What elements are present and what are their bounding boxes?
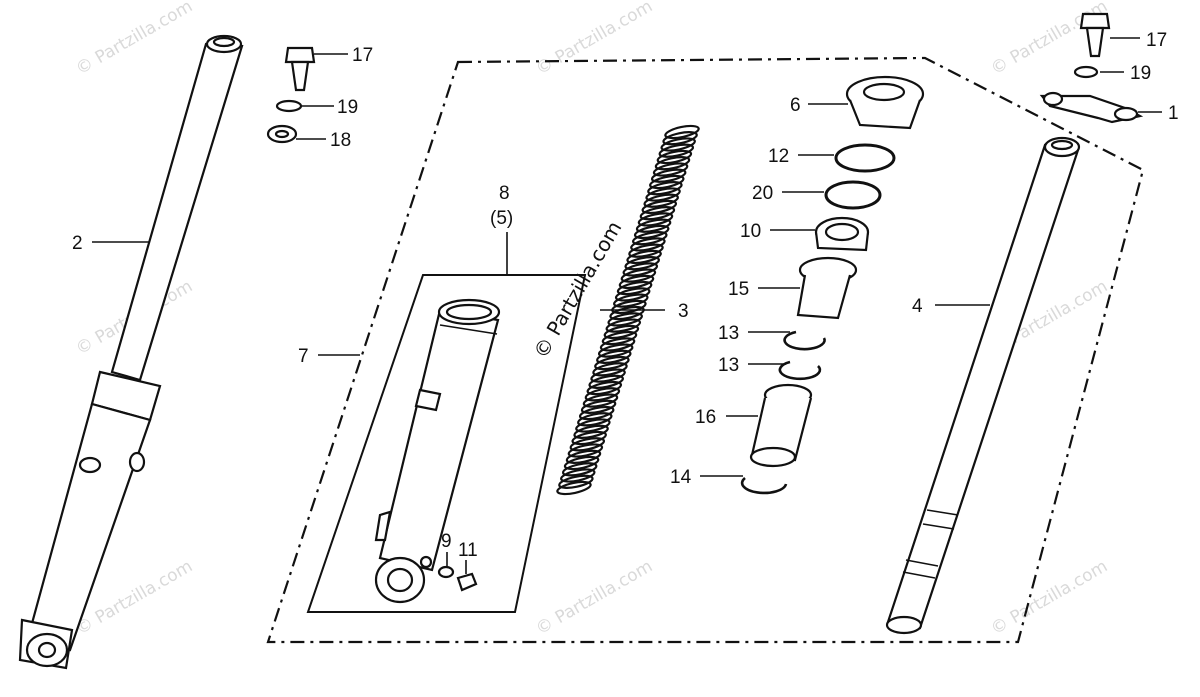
part-labels: 17 19 18 2 7 8 (5) 3 6 12 20 10 15 13 13…: [72, 30, 1179, 561]
fork-spring: [556, 124, 700, 496]
label-part-13: 13: [718, 355, 739, 376]
small-parts: [266, 12, 1144, 592]
spring-coil: [558, 474, 594, 489]
spring-coil: [649, 174, 685, 190]
spring-coil: [643, 193, 679, 208]
spring-coil: [639, 206, 676, 221]
spring-coil: [628, 243, 664, 258]
spring-coil: [605, 318, 642, 333]
spring-coil: [635, 218, 672, 233]
watermark: © Partzilla.com: [533, 0, 657, 79]
spring-coil: [656, 149, 693, 165]
spring-coil: [560, 468, 596, 483]
spring-coil: [620, 268, 657, 283]
spring-coil: [622, 262, 659, 277]
label-part-17: 17: [352, 45, 373, 66]
label-part-20: 20: [752, 183, 773, 204]
label-part-17: 17: [1146, 30, 1167, 51]
spring-coil: [652, 162, 689, 177]
spring-coil: [575, 418, 611, 433]
label-part-10: 10: [740, 221, 761, 242]
spring-coil: [571, 430, 607, 446]
label-part-6: 6: [790, 95, 801, 116]
fork-tube-inner: [885, 136, 1081, 635]
watermarks: © Partzilla.com © Partzilla.com © Partzi…: [73, 0, 1112, 639]
label-part-15: 15: [728, 279, 749, 300]
spring-coil: [630, 237, 666, 252]
spring-coil: [632, 231, 668, 246]
label-part-11: 11: [458, 540, 478, 561]
spring-coil: [647, 181, 683, 196]
spring-coil: [662, 131, 698, 146]
spring-coil: [584, 387, 621, 402]
spring-coil: [561, 462, 598, 477]
spring-coil: [573, 424, 609, 439]
watermark: © Partzilla.com: [533, 556, 657, 639]
spring-coil: [588, 374, 624, 389]
spring-coil: [586, 380, 623, 396]
label-part-2: 2: [72, 233, 83, 254]
spring-coil: [645, 187, 681, 202]
label-part-9: 9: [441, 531, 452, 552]
spring-coil: [607, 312, 643, 327]
label-part-3: 3: [678, 301, 689, 322]
spring-coil: [633, 224, 670, 240]
spring-coil: [594, 355, 630, 371]
fork-leg-assembly: [18, 34, 244, 670]
label-part-5: (5): [490, 208, 513, 229]
spring-coil: [578, 405, 615, 421]
spring-coil: [658, 143, 695, 158]
spring-coil: [563, 455, 600, 471]
spring-coil: [577, 412, 613, 427]
spring-coil: [556, 480, 592, 496]
spring-coil: [664, 124, 700, 140]
spring-coil: [567, 443, 604, 458]
spring-coil: [650, 168, 687, 183]
spring-coil: [580, 399, 617, 414]
spring-coil: [601, 330, 638, 346]
spring-coil: [596, 349, 632, 364]
label-part-16: 16: [695, 407, 716, 428]
leader-lines: [92, 37, 1162, 574]
label-part-13: 13: [718, 323, 739, 344]
watermark: © Partzilla.com: [988, 556, 1112, 639]
label-part-12: 12: [768, 146, 789, 167]
watermark: © Partzilla.com: [73, 0, 197, 79]
spring-coil: [616, 280, 653, 296]
spring-coil: [618, 274, 655, 290]
spring-coil: [614, 287, 651, 302]
label-part-18: 18: [330, 130, 351, 151]
spring-coil: [660, 137, 696, 152]
spring-coil: [641, 199, 678, 215]
spring-coil: [590, 368, 626, 383]
fork-slider: [374, 298, 501, 604]
spring-coil: [654, 156, 691, 171]
spring-coil: [626, 249, 662, 265]
slider-box: [306, 274, 587, 613]
spring-coil: [569, 437, 606, 452]
label-part-19: 19: [1130, 63, 1151, 84]
spring-coil: [582, 393, 619, 408]
label-part-14: 14: [670, 467, 692, 488]
spring-coil: [592, 362, 628, 377]
spring-coil: [597, 343, 634, 358]
spring-coil: [613, 293, 649, 308]
label-part-4: 4: [912, 296, 923, 317]
spring-coil: [637, 212, 674, 227]
spring-coil: [624, 256, 660, 271]
label-part-1: 1: [1168, 103, 1179, 124]
spring-coil: [603, 324, 640, 340]
spring-coil: [599, 337, 636, 352]
spring-coil: [565, 449, 602, 464]
assembly-boundary: [266, 56, 1145, 644]
label-part-8: 8: [499, 183, 510, 204]
label-part-7: 7: [298, 346, 309, 367]
label-part-19: 19: [337, 97, 358, 118]
